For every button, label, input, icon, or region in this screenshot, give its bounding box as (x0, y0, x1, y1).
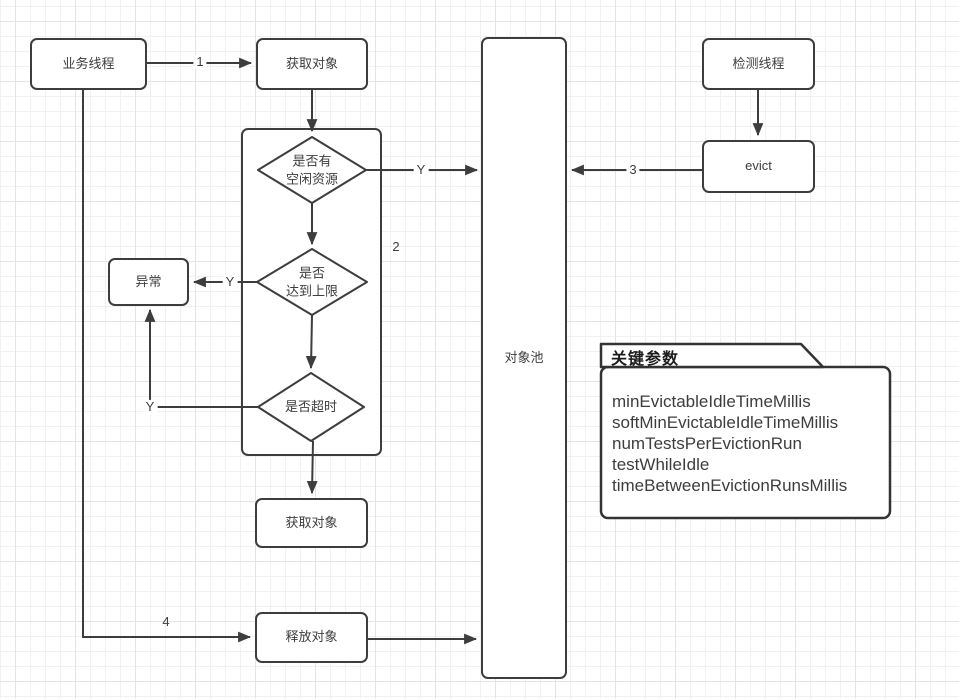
decision-timeout-label: 是否超时 (284, 399, 338, 415)
note-param: testWhileIdle (612, 455, 710, 474)
edge-label-timeout-yes: Y (142, 399, 158, 415)
edge-label-step-4: 4 (162, 613, 170, 629)
note-title: 关键参数 (611, 351, 680, 368)
note-param: softMinEvictableIdleTimeMillis (612, 413, 839, 432)
note-param: numTestsPerEvictionRun (612, 434, 802, 453)
note-param: minEvictableIdleTimeMillis (612, 392, 811, 411)
node-evict: evict (702, 140, 815, 193)
decision-idle-label: 是否有 空闲资源 (285, 153, 339, 186)
edge-label-step-1: 1 (193, 54, 207, 70)
node-business-thread: 业务线程 (30, 38, 147, 90)
node-object-pool: 对象池 (481, 37, 567, 679)
note-param: timeBetweenEvictionRunsMillis (612, 476, 848, 495)
node-release-object: 释放对象 (255, 612, 368, 663)
decision-limit-label: 是否 达到上限 (285, 265, 339, 298)
node-detect-thread: 检测线程 (702, 38, 815, 90)
edge-label-step-3: 3 (626, 162, 640, 178)
edge-label-step-2: 2 (392, 238, 400, 254)
note-param-list: minEvictableIdleTimeMillis softMinEvicta… (612, 391, 847, 496)
edge-label-limit-yes: Y (222, 274, 238, 290)
edge-label-idle-yes: Y (413, 162, 429, 178)
node-acquire-object-top: 获取对象 (256, 38, 368, 90)
node-acquire-object-bottom: 获取对象 (255, 498, 368, 548)
